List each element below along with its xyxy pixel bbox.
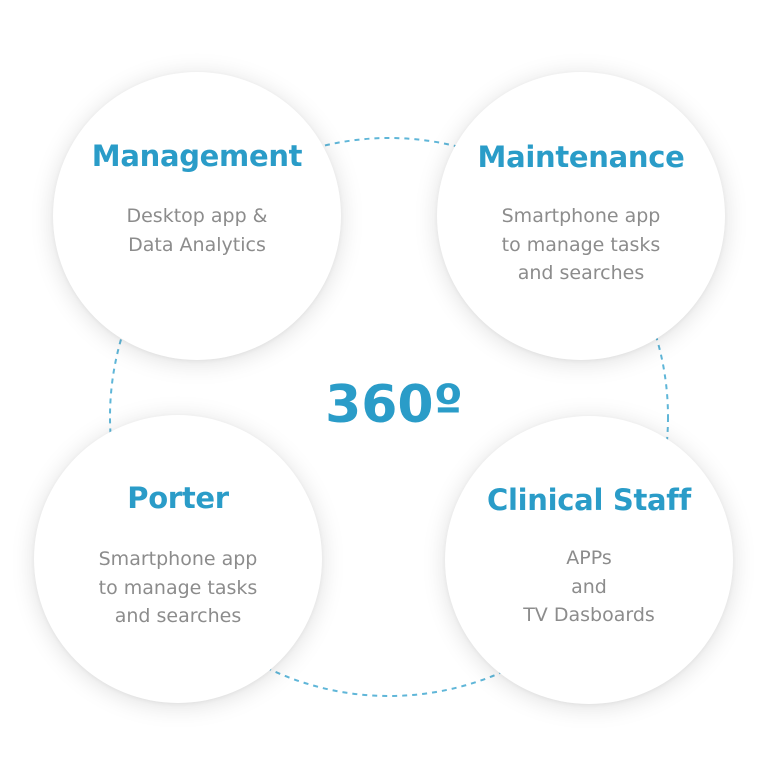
dashed-ring-circle <box>109 137 669 697</box>
node-description: Smartphone app to manage tasks and searc… <box>437 202 725 288</box>
node-description-line: and <box>571 575 607 598</box>
node-description-line: and searches <box>114 605 242 627</box>
node-description: Smartphone app to manage tasks and searc… <box>34 545 322 631</box>
node-description-line: Desktop app & <box>126 205 268 227</box>
node-description-line: Data Analytics <box>128 233 266 256</box>
node-description-line: TV Dasboards <box>523 604 655 626</box>
node-description-line: to manage tasks <box>501 233 661 256</box>
node-description-line: Smartphone app <box>501 205 661 227</box>
node-title: Porter <box>127 481 229 515</box>
node-title: Management <box>91 139 303 173</box>
node-description: Desktop app & Data Analytics <box>53 202 341 259</box>
node-maintenance: Maintenance Smartphone app to manage tas… <box>437 72 725 360</box>
center-label-360: 360º <box>325 375 463 435</box>
node-description-line: Smartphone app <box>98 548 258 570</box>
node-description-line: to manage tasks <box>98 576 258 599</box>
node-clinical-staff: Clinical Staff APPs and TV Dasboards <box>445 416 733 704</box>
node-porter: Porter Smartphone app to manage tasks an… <box>34 415 322 703</box>
node-description-line: APPs <box>566 547 612 569</box>
node-title: Maintenance <box>477 140 685 174</box>
node-description-line: and searches <box>517 262 645 284</box>
node-title: Clinical Staff <box>487 483 691 517</box>
node-description: APPs and TV Dasboards <box>445 544 733 630</box>
node-management: Management Desktop app & Data Analytics <box>53 72 341 360</box>
